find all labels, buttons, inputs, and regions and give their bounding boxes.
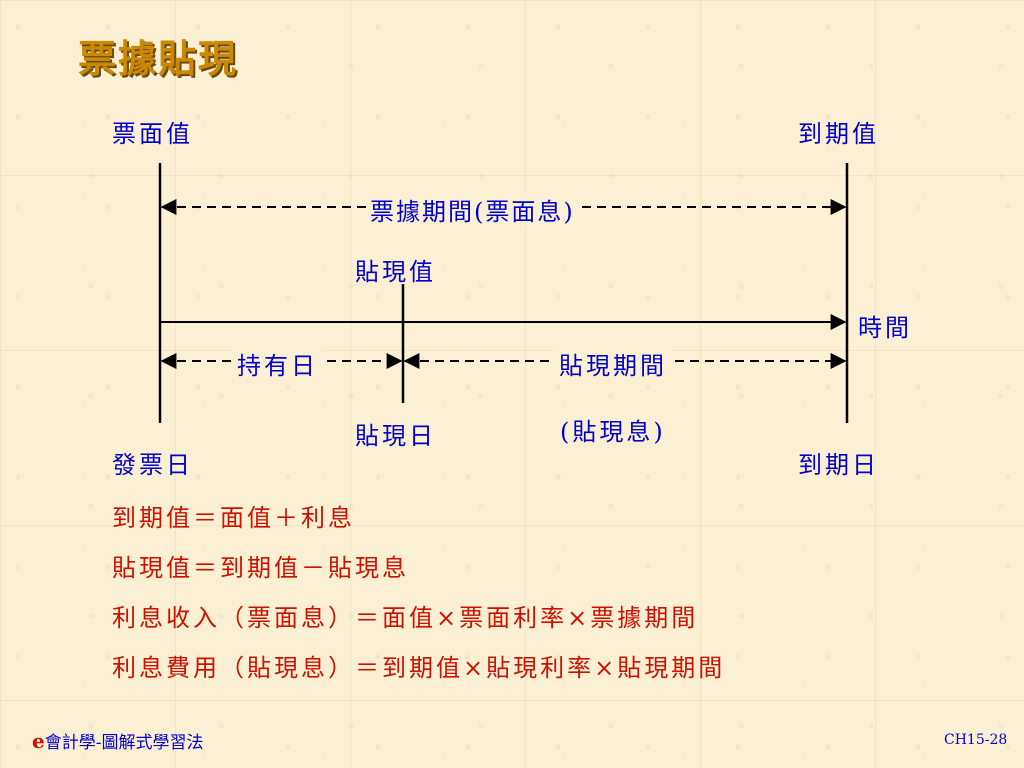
formula-interest-expense: 利息費用（貼現息）＝到期值×貼現利率×貼現期間 (112, 654, 726, 682)
maturity-value-label: 到期值 (798, 120, 879, 148)
formula-discount-value: 貼現值＝到期值－貼現息 (112, 554, 409, 582)
maturity-date-label: 到期日 (798, 451, 879, 479)
footer-brand-e: e (32, 729, 45, 753)
note-period-label: 票據期間(票面息) (366, 192, 579, 227)
formula-interest-income: 利息收入（票面息）＝面值×票面利率×票據期間 (112, 604, 699, 632)
issue-date-label: 發票日 (112, 451, 193, 479)
footer-brand: e會計學-圖解式學習法 (32, 728, 203, 753)
discount-interest-label: (貼現息) (560, 418, 666, 446)
discount-value-label: 貼現值 (355, 258, 436, 286)
discount-period-label: 貼現期間 (555, 346, 671, 381)
time-label: 時間 (858, 314, 912, 342)
holding-days-label: 持有日 (233, 346, 322, 381)
face-value-label: 票面值 (112, 120, 193, 148)
slide-title: 票據貼現 (78, 36, 239, 81)
page-number: CH15-28 (944, 732, 1008, 748)
footer-brand-text: 會計學-圖解式學習法 (44, 733, 204, 753)
discount-date-label: 貼現日 (355, 422, 436, 450)
formula-maturity-value: 到期值＝面值＋利息 (112, 504, 355, 532)
